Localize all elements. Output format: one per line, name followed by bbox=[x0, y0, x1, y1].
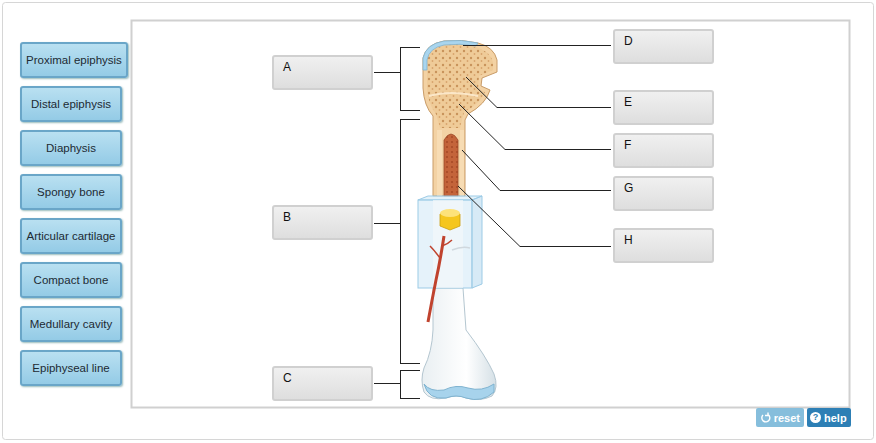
drop-target-box: G bbox=[613, 176, 714, 211]
drop-target-box: D bbox=[613, 29, 714, 64]
callout-letter: E bbox=[624, 95, 632, 109]
term-label: Medullary cavity bbox=[30, 318, 112, 331]
callout-letter: G bbox=[624, 181, 633, 195]
spongy-fill bbox=[427, 44, 493, 128]
term-label: Articular cartilage bbox=[27, 230, 116, 243]
callout-letter: H bbox=[624, 233, 633, 247]
distal-cartilage bbox=[424, 384, 494, 400]
artery bbox=[428, 236, 444, 322]
label-tile: Articular cartilage bbox=[20, 218, 122, 254]
bracket bbox=[374, 47, 420, 399]
reset-button: reset bbox=[756, 408, 804, 427]
drop-target-box: F bbox=[613, 133, 714, 168]
medullary-cavity bbox=[444, 134, 458, 196]
label-tile: Medullary cavity bbox=[20, 306, 122, 342]
section-cube bbox=[472, 196, 482, 288]
callout-letter: B bbox=[283, 210, 291, 224]
compact-wall bbox=[460, 130, 464, 196]
epiphyseal-line bbox=[429, 93, 478, 96]
callout-letter: D bbox=[624, 34, 633, 48]
label-tile: Distal epiphysis bbox=[20, 86, 122, 122]
section-cube bbox=[418, 200, 472, 288]
marrow-plug bbox=[440, 209, 460, 217]
marrow-plug bbox=[440, 210, 460, 230]
help-button: ?help bbox=[807, 408, 851, 427]
page-frame bbox=[3, 3, 874, 440]
drop-target-box: B bbox=[272, 205, 373, 240]
callout-letter: C bbox=[283, 371, 292, 385]
leader-line bbox=[458, 46, 611, 247]
term-label: Spongy bone bbox=[37, 186, 105, 199]
diaphysis-intact bbox=[422, 288, 496, 400]
term-label: Epiphyseal line bbox=[32, 362, 109, 375]
articular-cartilage bbox=[423, 40, 478, 70]
callout-letter: F bbox=[624, 138, 631, 152]
callout-letter: A bbox=[283, 60, 291, 74]
drop-target-box: A bbox=[272, 55, 373, 90]
label-tile: Proximal epiphysis bbox=[20, 42, 128, 78]
button-label: reset bbox=[774, 412, 800, 424]
label-tile: Epiphyseal line bbox=[20, 350, 122, 386]
term-label: Compact bone bbox=[34, 274, 109, 287]
label-tile: Diaphysis bbox=[20, 130, 122, 166]
label-tile: Compact bone bbox=[20, 262, 122, 298]
button-label: ? bbox=[810, 412, 821, 423]
drop-target-box: H bbox=[613, 228, 714, 263]
drop-target-box: C bbox=[272, 366, 373, 401]
button-label: help bbox=[824, 412, 847, 424]
reset-icon bbox=[760, 412, 771, 423]
compact-wall bbox=[437, 130, 442, 196]
proximal-bone bbox=[423, 40, 497, 196]
drop-panel bbox=[132, 21, 850, 408]
term-label: Distal epiphysis bbox=[31, 98, 111, 111]
nerve bbox=[452, 247, 470, 250]
term-label: Diaphysis bbox=[46, 142, 96, 155]
artery bbox=[430, 246, 440, 258]
label-tile: Spongy bone bbox=[20, 174, 122, 210]
drop-target-box: E bbox=[613, 90, 714, 125]
artery bbox=[442, 240, 452, 246]
term-label: Proximal epiphysis bbox=[26, 54, 122, 67]
